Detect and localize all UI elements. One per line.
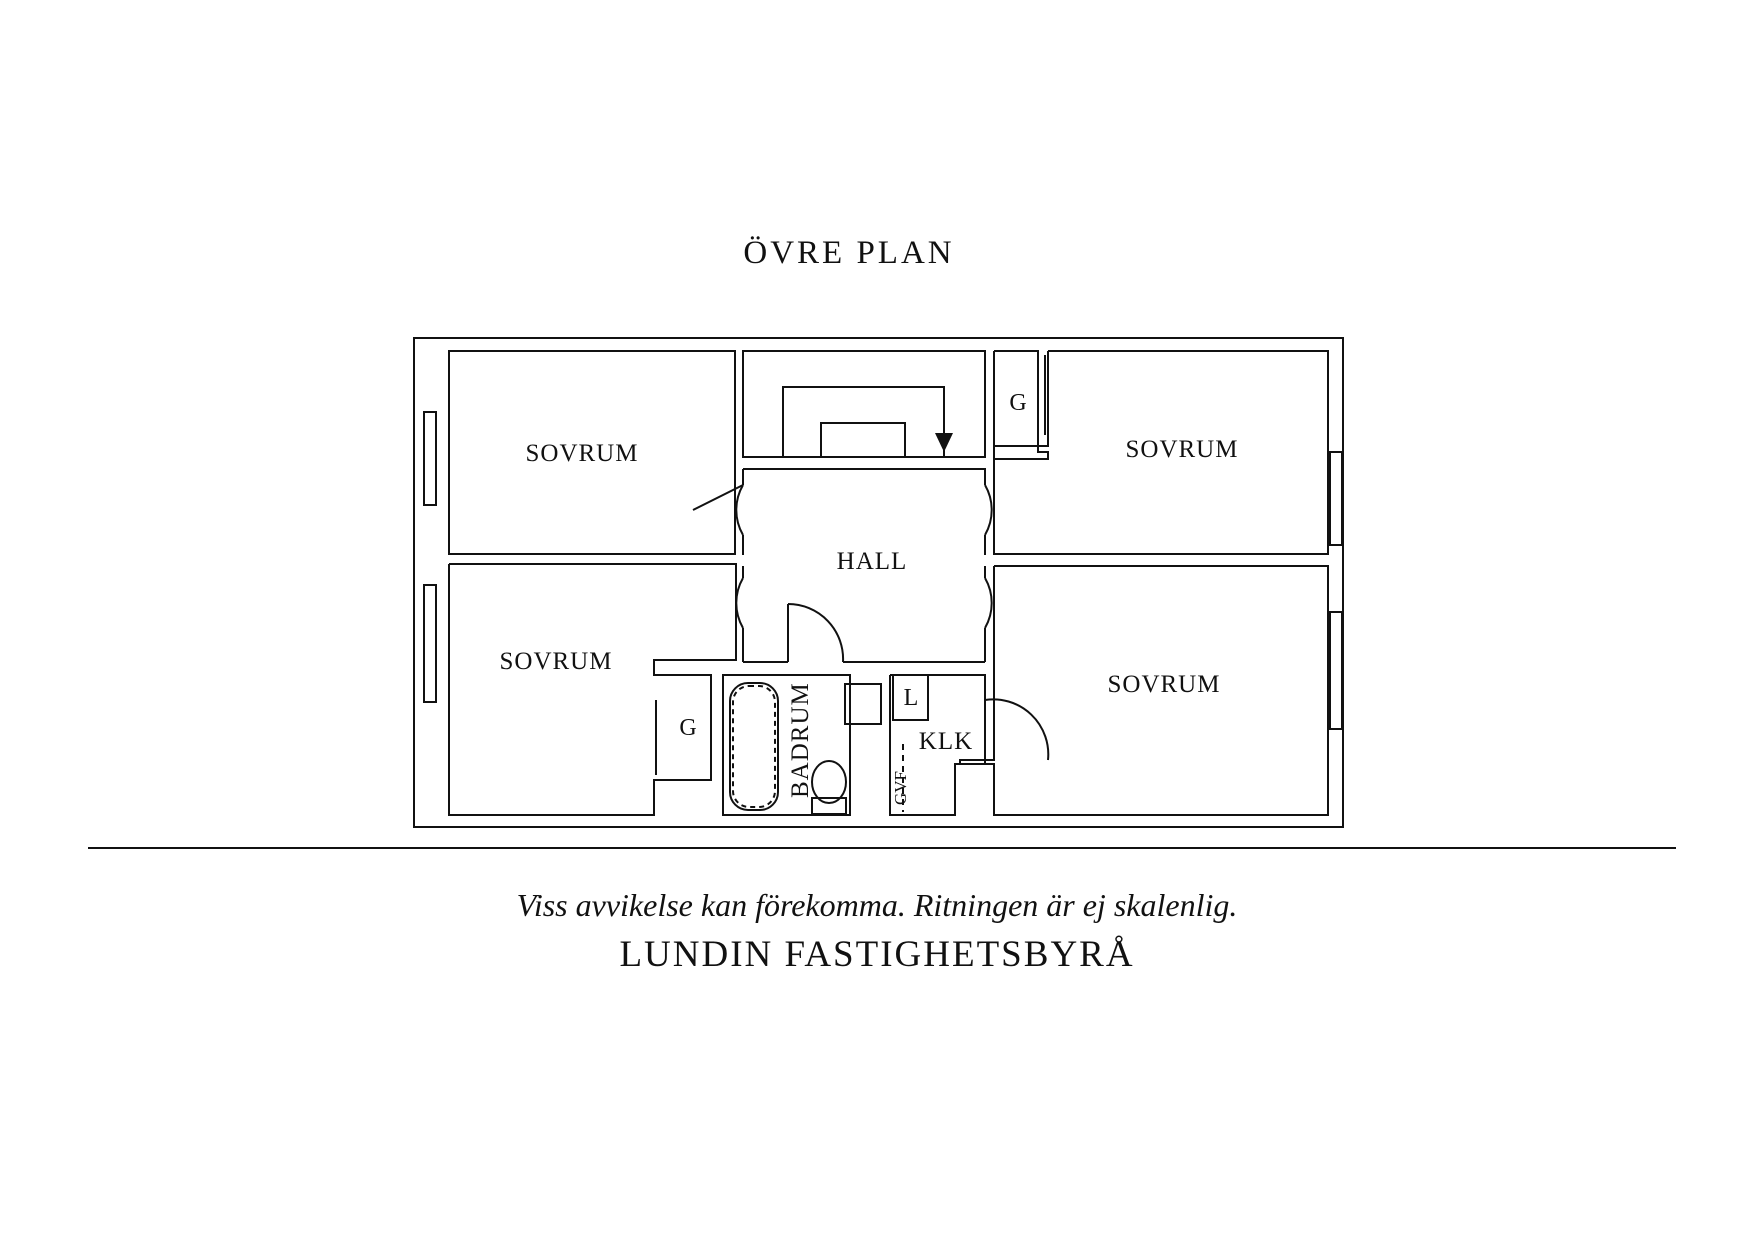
door-arc-hall-right-bottom — [984, 577, 993, 629]
window-left-top — [423, 411, 437, 506]
closet-walls — [889, 674, 986, 816]
room-label-hall: HALL — [837, 548, 908, 575]
plan-title: ÖVRE PLAN — [743, 235, 955, 271]
bathtub-inner — [732, 685, 776, 808]
stair-arrow-icon — [935, 390, 953, 452]
sink — [844, 683, 882, 725]
gvf-label: GVF — [891, 771, 910, 805]
room-label-bedroom-bottom-right: SOVRUM — [1108, 671, 1221, 698]
door-arc-bathroom — [787, 602, 845, 663]
room-label-bedroom-top-right: SOVRUM — [1126, 436, 1239, 463]
stair-lower — [820, 422, 906, 458]
window-left-bottom — [423, 584, 437, 703]
door-arc-hall-left-bottom — [735, 577, 744, 629]
laundry-label: L — [904, 685, 919, 711]
outer-wall — [413, 337, 1344, 828]
bathtub — [729, 682, 779, 811]
bedroom-top-left-walls — [448, 350, 736, 555]
wardrobe-top-walls — [993, 350, 1049, 460]
company-name: LUNDIN FASTIGHETSBYRÅ — [619, 934, 1135, 975]
window-right-bottom — [1329, 611, 1343, 730]
bathroom-walls — [722, 674, 851, 816]
laundry-box — [892, 674, 929, 721]
window-right-top — [1329, 451, 1343, 546]
toilet-bowl — [811, 760, 847, 804]
door-arc-hall-right-top — [984, 484, 993, 536]
room-label-closet: KLK — [919, 728, 973, 755]
door-arc-hall-left-top — [735, 484, 744, 536]
room-label-bathroom: BADRUM — [787, 682, 814, 798]
disclaimer-text: Viss avvikelse kan förekomma. Ritningen … — [516, 887, 1238, 923]
bedroom-bottom-left-walls — [448, 563, 737, 816]
hall-top-wall — [743, 468, 986, 485]
footer-divider — [88, 847, 1676, 849]
room-label-bedroom-top-left: SOVRUM — [526, 440, 639, 467]
wardrobe-label-top: G — [1009, 390, 1026, 416]
toilet-tank — [811, 797, 847, 815]
door-arc-closet — [984, 698, 1050, 761]
bedroom-bottom-right-walls — [959, 565, 1329, 816]
wardrobe-label-bottom: G — [679, 715, 696, 741]
bedroom-top-right-walls — [993, 350, 1329, 555]
room-label-bedroom-bottom-left: SOVRUM — [500, 648, 613, 675]
